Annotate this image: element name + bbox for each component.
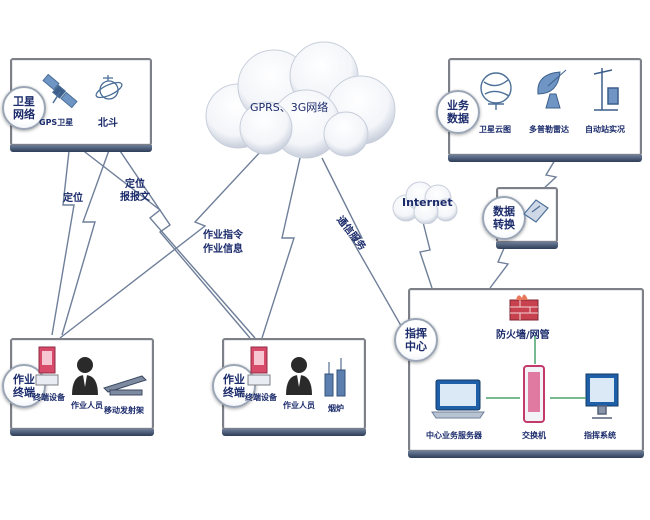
data-convert-badge: 数据 转换 — [482, 196, 526, 240]
internet-cloud-label: Internet — [402, 196, 453, 209]
terminal-device-icon — [247, 346, 271, 386]
command-center-badge: 指挥 中心 — [394, 318, 438, 362]
link-internet-command — [419, 217, 433, 289]
business-item-2: 多普勒雷达 — [529, 125, 569, 134]
command-system-icon — [585, 373, 619, 419]
gprs-cloud-label: GPRS、3G网络 — [250, 101, 329, 114]
satellite-badge: 卫星 网络 — [2, 86, 46, 130]
business-data-panel — [448, 58, 642, 162]
terminal-mid-device-label: 终端设备 — [245, 393, 277, 402]
terminal-mid-badge: 作业 终端 — [212, 364, 256, 408]
operator-person-icon — [72, 357, 98, 395]
command-system-label: 指挥系统 — [584, 431, 616, 440]
internet-cloud-icon — [392, 181, 458, 224]
firewall-label: 防火墙/网管 — [496, 330, 550, 341]
link-beidou-terminal-mid — [113, 141, 251, 339]
data-convert-device-icon — [523, 199, 549, 223]
beidou-label: 北斗 — [98, 118, 118, 129]
link-cloud-terminal-left — [59, 149, 263, 339]
business-item-3: 自动站实况 — [585, 125, 625, 134]
terminal-left-person-label: 作业人员 — [71, 401, 103, 410]
satellite-cloud-icon — [480, 72, 512, 110]
link-cloud-command — [321, 157, 409, 339]
auto-station-icon — [593, 68, 619, 111]
locate-report-label: 定位 报报文 — [120, 179, 150, 203]
link-gps-terminal-mid — [71, 141, 256, 339]
terminal-left-device-label: 终端设备 — [33, 393, 65, 402]
business-badge: 业务 数据 — [436, 90, 480, 134]
gps-satellite-icon — [42, 73, 78, 109]
link-business-convert — [539, 159, 558, 193]
mobile-launcher-icon — [103, 375, 147, 396]
terminal-mid-stove-label: 烟炉 — [328, 404, 344, 413]
satellite-panel-base — [10, 145, 152, 152]
link-cloud-terminal-mid — [261, 157, 301, 339]
terminal-device-icon — [35, 346, 59, 386]
switch-icon — [523, 365, 545, 423]
link-beidou-terminal-left — [61, 141, 113, 336]
doppler-radar-icon — [537, 69, 567, 109]
beidou-icon — [95, 75, 123, 100]
server-label: 中心业务服务器 — [426, 431, 482, 440]
link-convert-command — [489, 245, 510, 289]
gps-label: GPS卫星 — [39, 118, 74, 127]
business-item-1: 卫星云图 — [479, 125, 511, 134]
firewall-switch-line — [534, 336, 536, 364]
convert-panel-base — [496, 242, 558, 249]
business-panel-base — [448, 155, 642, 162]
locate-label: 定位 — [63, 193, 83, 204]
link-gps-terminal-left — [51, 141, 75, 336]
terminal-left-badge: 作业 终端 — [2, 364, 46, 408]
gprs-cloud-icon — [205, 41, 396, 159]
terminal-mid-person-label: 作业人员 — [283, 401, 315, 410]
terminal-left-launcher-label: 移动发射架 — [104, 406, 144, 415]
terminal-left-base — [10, 429, 154, 436]
smoke-stove-icon — [324, 358, 346, 397]
terminal-mid-base — [222, 429, 366, 436]
command-panel-base — [408, 451, 644, 458]
center-server-icon — [431, 379, 485, 419]
firewall-icon — [509, 294, 539, 321]
operator-person-icon — [286, 357, 312, 395]
command-network-lines — [486, 397, 586, 399]
switch-label: 交换机 — [522, 431, 546, 440]
work-command-label: 作业指令 作业信息 — [203, 230, 243, 255]
